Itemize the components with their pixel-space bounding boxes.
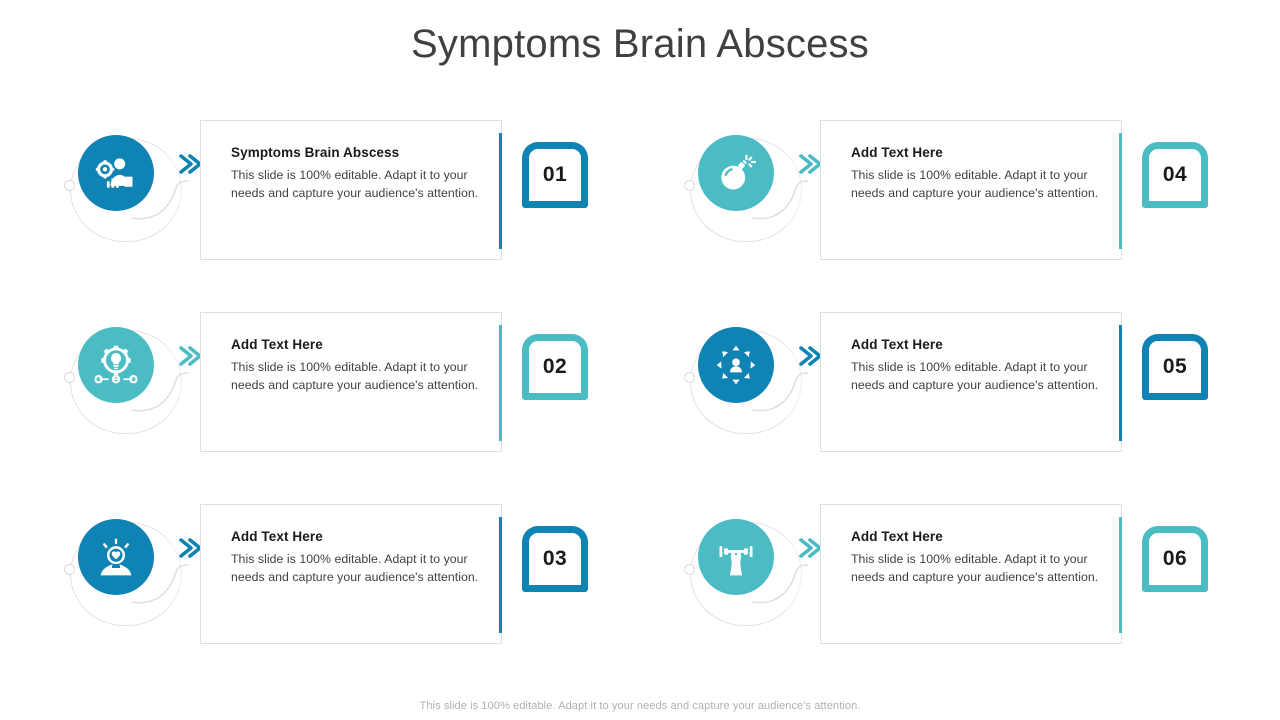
list-item[interactable]: Add Text Here This slide is 100% editabl… [60, 312, 620, 452]
card-body: This slide is 100% editable. Adapt it to… [851, 168, 1099, 200]
hands-heart-care-icon [100, 538, 132, 576]
gear-lightbulb-network-icon [94, 345, 138, 384]
number-badge: 01 [522, 142, 588, 208]
card-accent-bar [499, 517, 502, 633]
card-accent-bar [1119, 517, 1122, 633]
loop-dot [684, 564, 695, 575]
badge-shape [1142, 334, 1208, 400]
badge-number: 04 [1162, 163, 1188, 186]
icon-cluster [60, 322, 202, 442]
card-body: This slide is 100% editable. Adapt it to… [231, 168, 479, 200]
badge-number: 06 [1162, 547, 1188, 570]
footer-note: This slide is 100% editable. Adapt it to… [419, 700, 861, 712]
icon-circle [78, 519, 154, 595]
connector-line [131, 372, 188, 412]
connector-line [751, 564, 808, 604]
icon-circle [78, 327, 154, 403]
connector-line [751, 180, 808, 220]
list-item[interactable]: Add Text Here This slide is 100% editabl… [680, 504, 1240, 644]
badge-number: 03 [542, 547, 568, 570]
badge-number: 05 [1162, 355, 1188, 378]
icon-circle [698, 519, 774, 595]
number-badge: 02 [522, 334, 588, 400]
items-grid: Symptoms Brain Abscess This slide is 100… [0, 110, 1280, 670]
loop-dot [684, 180, 695, 191]
icon-cluster [60, 514, 202, 634]
icon-cluster [680, 514, 822, 634]
list-item[interactable]: Add Text Here This slide is 100% editabl… [680, 120, 1240, 260]
card-accent-bar [1119, 133, 1122, 249]
icon-cluster [60, 130, 202, 250]
card-body: This slide is 100% editable. Adapt it to… [231, 360, 479, 392]
icon-circle [698, 135, 774, 211]
list-item[interactable]: Symptoms Brain Abscess This slide is 100… [60, 120, 620, 260]
number-badge: 04 [1142, 142, 1208, 208]
card-body: This slide is 100% editable. Adapt it to… [851, 552, 1099, 584]
badge-shape [522, 142, 588, 208]
card-title: Add Text Here [851, 529, 943, 544]
card-title: Add Text Here [851, 145, 943, 160]
card-accent-bar [499, 325, 502, 441]
card-title: Add Text Here [231, 337, 323, 352]
badge-shape [522, 334, 588, 400]
connector-line [131, 564, 188, 604]
hand-dumbbell-fitness-icon [719, 546, 753, 576]
icon-circle [78, 135, 154, 211]
text-card[interactable]: Symptoms Brain Abscess This slide is 100… [200, 120, 502, 260]
card-title: Add Text Here [851, 337, 943, 352]
card-body: This slide is 100% editable. Adapt it to… [231, 552, 479, 584]
badge-number: 01 [542, 163, 568, 186]
person-arrows-expand-icon [716, 345, 756, 385]
connector-line [131, 180, 188, 220]
loop-dot [684, 372, 695, 383]
loop-dot [64, 372, 75, 383]
loop-dot [64, 180, 75, 191]
text-card[interactable]: Add Text Here This slide is 100% editabl… [200, 504, 502, 644]
card-accent-bar [1119, 325, 1122, 441]
icon-cluster [680, 322, 822, 442]
text-card[interactable]: Add Text Here This slide is 100% editabl… [200, 312, 502, 452]
badge-shape [522, 526, 588, 592]
badge-number: 02 [542, 355, 568, 378]
badge-shape [1142, 526, 1208, 592]
card-title: Symptoms Brain Abscess [231, 145, 400, 160]
page-title: Symptoms Brain Abscess [411, 22, 869, 66]
list-item[interactable]: Add Text Here This slide is 100% editabl… [60, 504, 620, 644]
number-badge: 05 [1142, 334, 1208, 400]
text-card[interactable]: Add Text Here This slide is 100% editabl… [820, 504, 1122, 644]
icon-cluster [680, 130, 822, 250]
loop-dot [64, 564, 75, 575]
bomb-icon [721, 154, 757, 190]
number-badge: 06 [1142, 526, 1208, 592]
icon-circle [698, 327, 774, 403]
number-badge: 03 [522, 526, 588, 592]
list-item[interactable]: Add Text Here This slide is 100% editabl… [680, 312, 1240, 452]
card-body: This slide is 100% editable. Adapt it to… [851, 360, 1099, 392]
connector-line [751, 372, 808, 412]
badge-shape [1142, 142, 1208, 208]
card-title: Add Text Here [231, 529, 323, 544]
person-gear-chart-icon [95, 158, 133, 188]
text-card[interactable]: Add Text Here This slide is 100% editabl… [820, 312, 1122, 452]
card-accent-bar [499, 133, 502, 249]
text-card[interactable]: Add Text Here This slide is 100% editabl… [820, 120, 1122, 260]
